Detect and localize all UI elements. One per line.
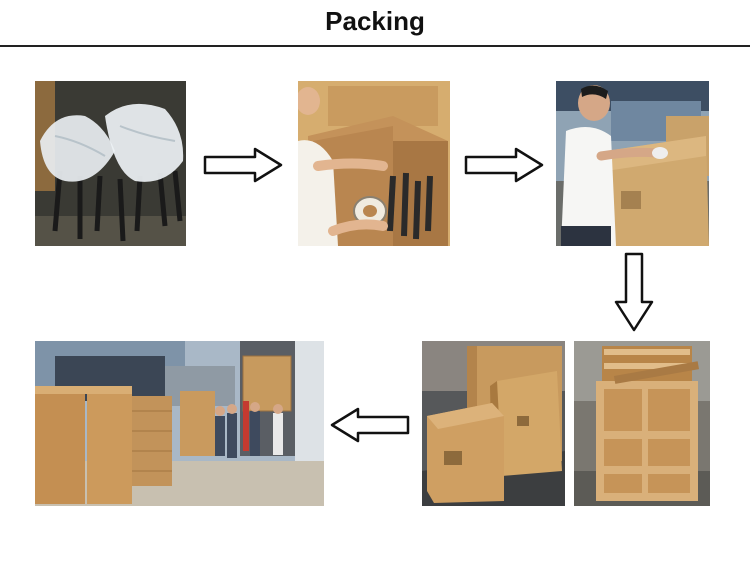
sealing-box-photo [556,81,709,246]
title-divider [0,45,750,47]
arrow-right-icon [203,147,283,183]
arrow-right-icon [464,147,544,183]
page-title: Packing [325,6,425,36]
arrow-down-icon [614,252,654,332]
arrow-left-icon [330,407,410,443]
wooden-crate-photo [574,341,710,506]
loading-truck-photo [35,341,324,506]
boxing-items-photo [298,81,450,246]
stacked-boxes-photo [422,341,565,506]
wrapped-chairs-photo [35,81,186,246]
